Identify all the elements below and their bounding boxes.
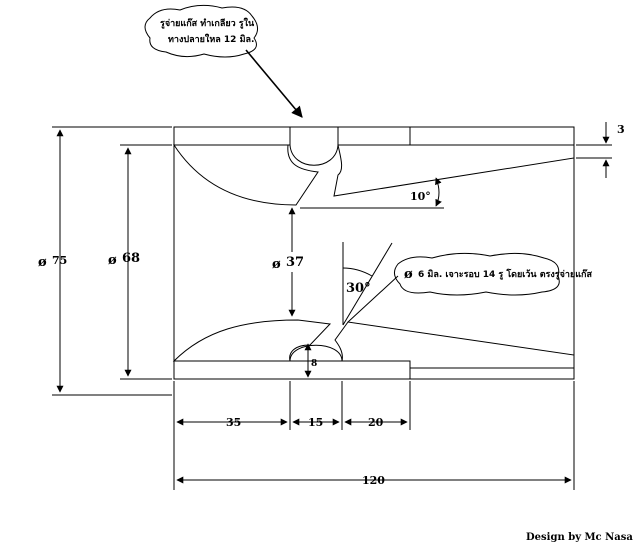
length-dimensions: 35 15 20 120: [173, 381, 575, 490]
dim-angle-30: 30°: [342, 242, 393, 326]
dim-37-label: 37: [286, 255, 304, 270]
top-note-line1: รูจ่ายแก๊ส ทำเกลียว รูใน: [160, 17, 255, 29]
angle-10-label: 10°: [410, 190, 431, 203]
side-callout-cloud: [394, 252, 560, 296]
upper-flange-left: [173, 126, 291, 146]
design-credit: Design by Mc Nasa: [526, 532, 633, 543]
upper-flange-right: [337, 126, 411, 146]
dim-68-label: 68: [122, 251, 140, 266]
dim-35-label: 35: [226, 416, 241, 429]
dim-wall-3: 3: [576, 122, 625, 178]
diameter-symbol: ø: [272, 257, 281, 272]
upper-left-wedge: [173, 144, 319, 206]
dim-diameter-37: ø 37: [272, 207, 304, 317]
top-callout: รูจ่ายแก๊ส ทำเกลียว รูใน ทางปลายใหล 12 ม…: [144, 4, 303, 118]
upper-right-wedge: [333, 144, 575, 197]
diameter-symbol: ø: [108, 253, 117, 268]
lower-section: [172, 319, 575, 380]
dim-8-label: 8: [311, 359, 317, 369]
side-note-text: 6 มิล. เจาะรอบ 14 รู โดยเว้น ตรงรูจ่ายแก…: [418, 268, 592, 280]
lower-slot: [289, 344, 343, 362]
upper-gas-hole: [289, 144, 339, 166]
dim-diameter-75: ø 75: [38, 126, 172, 396]
lower-flange: [173, 360, 411, 380]
side-note-diameter-symbol: ø: [404, 267, 413, 282]
lower-left-wedge: [172, 319, 332, 362]
lower-right-wedge: [334, 321, 575, 369]
upper-section: [173, 126, 575, 206]
dim-75-label: 75: [52, 254, 67, 267]
dim-20-label: 20: [368, 416, 384, 429]
side-callout-leader: [347, 275, 399, 323]
callout-cloud: [144, 4, 258, 58]
angle-30-label: 30°: [346, 281, 371, 296]
dim-120-label: 120: [362, 474, 385, 487]
dim-slot-8: 8: [304, 343, 317, 378]
dim-3-label: 3: [617, 123, 625, 136]
side-callout: ø 6 มิล. เจาะรอบ 14 รู โดยเว้น ตรงรูจ่าย…: [347, 252, 592, 323]
dim-15-label: 15: [308, 416, 323, 429]
diameter-symbol: ø: [38, 255, 47, 270]
dim-angle-10: 10°: [300, 177, 444, 209]
top-note-line2: ทางปลายใหล 12 มิล.: [168, 33, 254, 45]
dim-diameter-68: ø 68: [108, 144, 172, 380]
top-callout-leader: [245, 49, 303, 118]
